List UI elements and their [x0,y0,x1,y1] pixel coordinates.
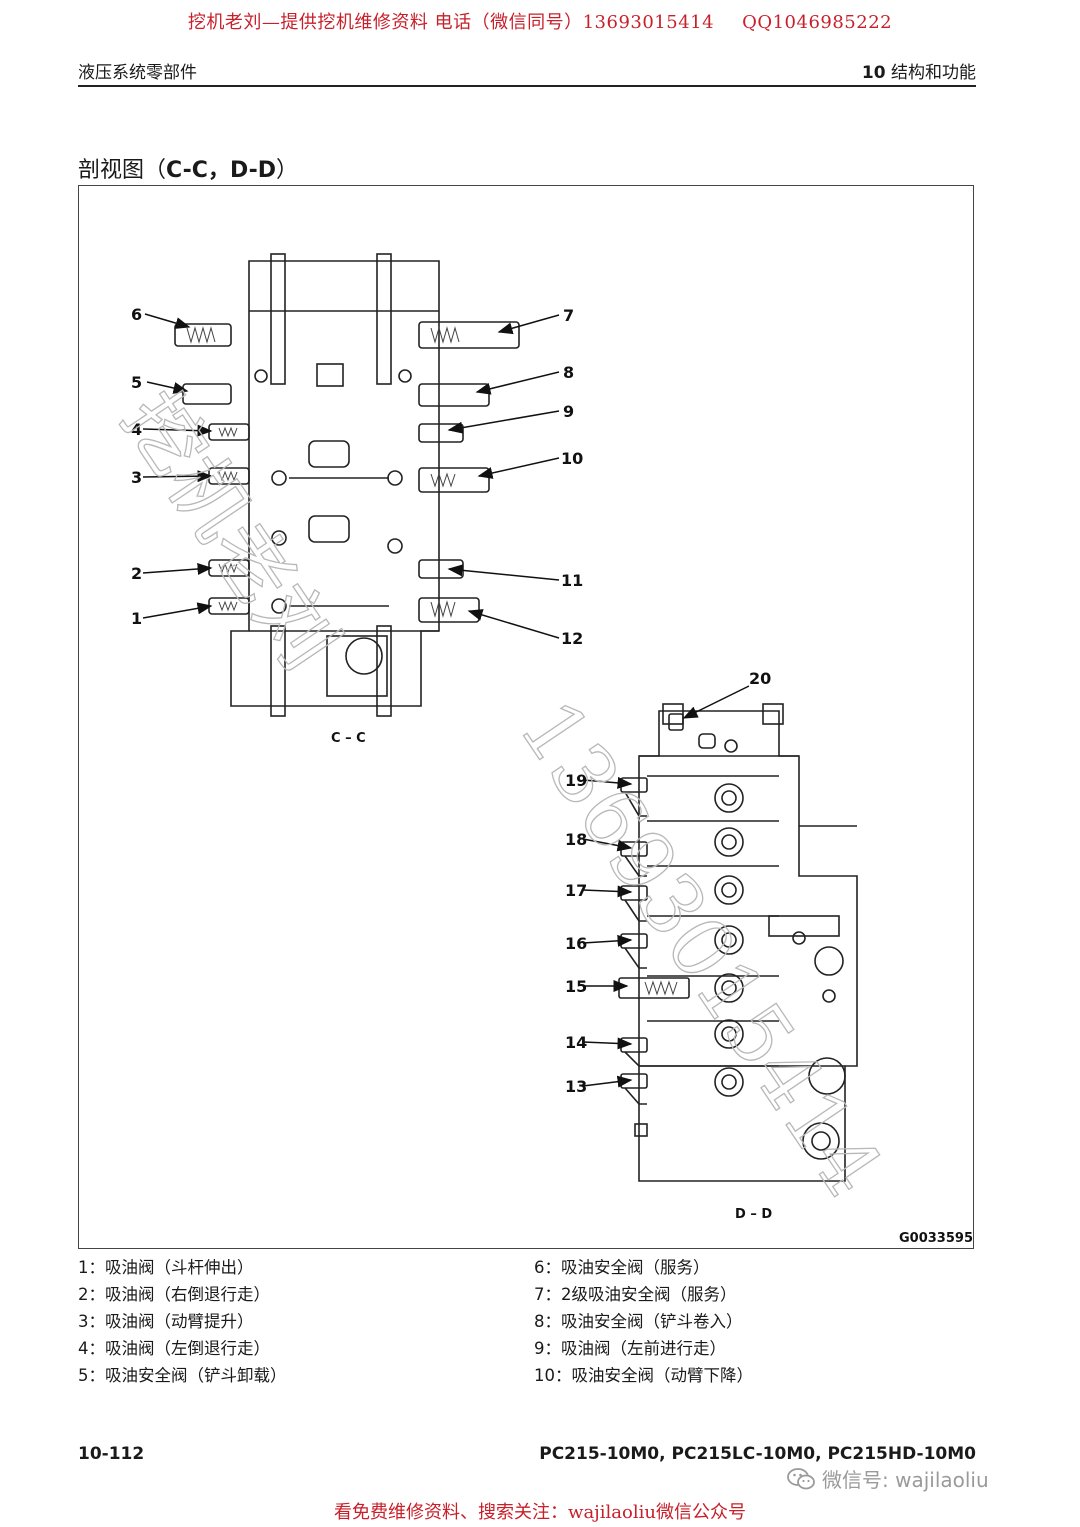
callout-13: 13 [565,1077,587,1096]
wechat-watermark: 微信号: wajilaoliu [786,1464,989,1493]
legend-item: 3：吸油阀（动臂提升） [78,1312,254,1331]
legend-item: 10：吸油安全阀（动臂下降） [534,1366,753,1385]
legend-item: 7：2级吸油安全阀（服务） [534,1285,737,1304]
dd-callout-leaders [582,685,750,1088]
banner-text: 挖机老刘—提供挖机维修资料 电话（微信同号）13693015414 [187,12,715,33]
header-chapter-title: 结构和功能 [891,63,976,83]
header-rule [78,85,976,87]
legend-item: 8：吸油安全阀（铲斗卷入） [534,1312,743,1331]
callout-11: 11 [561,571,583,590]
bottom-promo-note: 看免费维修资料、搜索关注：wajilaoliu微信公众号 [334,1502,746,1523]
section-title-prefix: 剖视图（ [78,158,167,183]
section-title-suffix: ） [276,158,299,183]
header-chapter-number: 10 [861,63,886,83]
callout-17: 17 [565,881,587,900]
cross-section-drawing: 6 5 4 3 2 1 7 8 9 10 11 12 C – C [105,253,973,1246]
callout-8: 8 [563,363,574,382]
legend-item: 4：吸油阀（左倒退行走） [78,1339,270,1358]
legend-item: 5：吸油安全阀（铲斗卸载） [78,1366,287,1385]
legend-right-column: 6：吸油安全阀（服务） 7：2级吸油安全阀（服务） 8：吸油安全阀（铲斗卷入） … [534,1254,753,1389]
legend-left-column: 1：吸油阀（斗杆伸出） 2：吸油阀（右倒退行走） 3：吸油阀（动臂提升） 4：吸… [78,1254,287,1389]
page-number: 10-112 [78,1444,145,1464]
banner-qq: QQ1046985222 [742,12,893,33]
callout-3: 3 [131,468,142,487]
callout-7: 7 [563,306,574,325]
model-list: PC215-10M0, PC215LC-10M0, PC215HD-10M0 [539,1444,976,1464]
callout-4: 4 [131,420,142,439]
header-section-name: 液压系统零部件 [78,63,197,83]
legend-item: 1：吸油阀（斗杆伸出） [78,1258,254,1277]
header-chapter: 10 结构和功能 [862,58,976,83]
callout-12: 12 [561,629,583,648]
section-title: 剖视图（C-C，D-D） [78,152,298,184]
watermark-name: 挖机老刘 [105,376,354,685]
view-cc-drawing [174,253,520,717]
view-dd-drawing [618,703,858,1182]
callout-16: 16 [565,934,587,953]
view-cc-label: C – C [331,731,366,746]
legend-item: 6：吸油安全阀（服务） [534,1258,710,1277]
callout-15: 15 [565,977,587,996]
callout-19: 19 [565,771,587,790]
figure-code: G0033595 [899,1231,973,1246]
callout-14: 14 [565,1033,587,1052]
watermark-phone: 13693015414 [500,684,900,1213]
top-banner: 挖机老刘—提供挖机维修资料 电话（微信同号）13693015414 QQ10469… [0,8,1080,34]
legend-item: 2：吸油阀（右倒退行走） [78,1285,270,1304]
cc-callout-leaders [142,313,560,639]
legend-item: 9：吸油阀（左前进行走） [534,1339,726,1358]
cc-spring-hatching [186,326,460,618]
diagonal-watermark: 挖机老刘 13693015414 [105,376,901,1214]
callout-20: 20 [749,669,771,688]
wechat-icon [787,1467,815,1489]
section-title-views: C-C，D-D [166,158,277,183]
callout-9: 9 [563,402,574,421]
wechat-id: 微信号: wajilaoliu [822,1468,989,1492]
dd-spring-hatching [644,980,678,996]
callout-1: 1 [131,609,142,628]
sectional-drawing-figure: 6 5 4 3 2 1 7 8 9 10 11 12 C – C [78,185,974,1249]
callout-2: 2 [131,564,142,583]
callout-18: 18 [565,830,587,849]
callout-6: 6 [131,305,142,324]
view-dd-label: D – D [735,1207,772,1222]
callout-5: 5 [131,373,142,392]
callout-10: 10 [561,449,583,468]
